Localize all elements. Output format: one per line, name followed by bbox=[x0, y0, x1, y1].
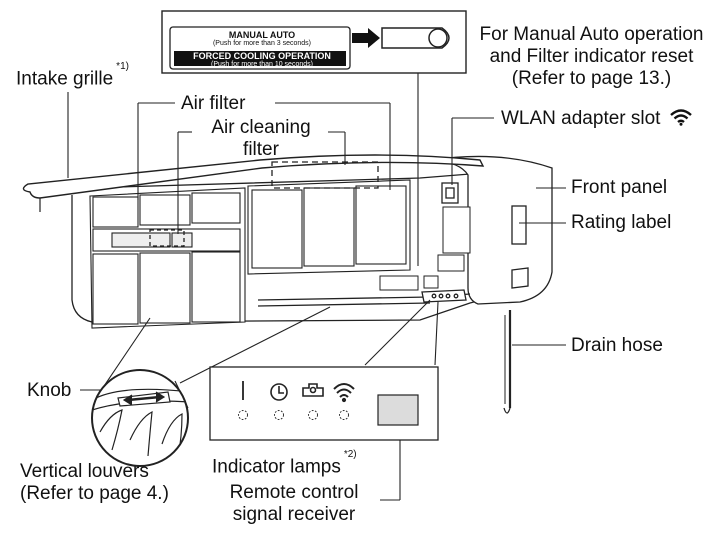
label-air-cleaning-filter: Air cleaning filter bbox=[211, 117, 311, 160]
knob-arrow-icon bbox=[127, 395, 161, 402]
air-filter-right bbox=[247, 179, 411, 275]
label-drain-hose: Drain hose bbox=[571, 335, 663, 356]
air-cleaning-filter bbox=[271, 161, 379, 189]
sticker-forced-cooling: FORCED COOLING OPERATION (Push for more … bbox=[176, 52, 348, 69]
timer-icon bbox=[270, 383, 288, 401]
wlan-adapter-slot bbox=[441, 182, 459, 204]
label-remote-receiver: Remote control signal receiver bbox=[229, 482, 359, 525]
manual-auto-sticker bbox=[161, 10, 467, 74]
sticker-forced-cooling-title: FORCED COOLING OPERATION bbox=[193, 51, 331, 61]
sticker-manual-auto: MANUAL AUTO (Push for more than 3 second… bbox=[176, 31, 348, 48]
indoor-unit bbox=[71, 155, 553, 414]
wifi-icon bbox=[669, 109, 692, 126]
knob-detail bbox=[91, 369, 189, 467]
front-panel bbox=[431, 155, 553, 305]
sticker-manual-auto-title: MANUAL AUTO bbox=[228, 30, 296, 40]
label-rating-label: Rating label bbox=[571, 212, 672, 233]
remote-signal-receiver bbox=[377, 394, 419, 426]
air-filter-left bbox=[89, 187, 246, 329]
filter-icon bbox=[302, 383, 324, 397]
rating-label bbox=[511, 205, 527, 245]
wifi-icon bbox=[333, 383, 355, 398]
label-intake-grille: Intake grille*1) bbox=[16, 61, 129, 90]
indicator-lamp bbox=[238, 410, 248, 420]
sticker-forced-cooling-sub: (Push for more than 10 seconds) bbox=[211, 61, 313, 68]
label-front-panel: Front panel bbox=[571, 177, 668, 198]
indicator-lamp bbox=[274, 410, 284, 420]
indicator-lamp bbox=[308, 410, 318, 420]
indicator-panel bbox=[209, 366, 439, 441]
label-vertical-louvers: Vertical louvers (Refer to page 4.) bbox=[20, 461, 169, 504]
indicator-lamp bbox=[339, 410, 349, 420]
leader-lines bbox=[67, 62, 566, 501]
sticker-manual-auto-sub: (Push for more than 3 seconds) bbox=[212, 40, 312, 47]
label-indicator-lamps: Indicator lamps*2) bbox=[212, 449, 357, 478]
label-air-filter: Air filter bbox=[181, 93, 246, 114]
label-manual-auto: For Manual Auto operation and Filter ind… bbox=[479, 24, 704, 89]
label-knob: Knob bbox=[27, 380, 72, 401]
label-wlan-slot: WLAN adapter slot bbox=[501, 108, 693, 130]
